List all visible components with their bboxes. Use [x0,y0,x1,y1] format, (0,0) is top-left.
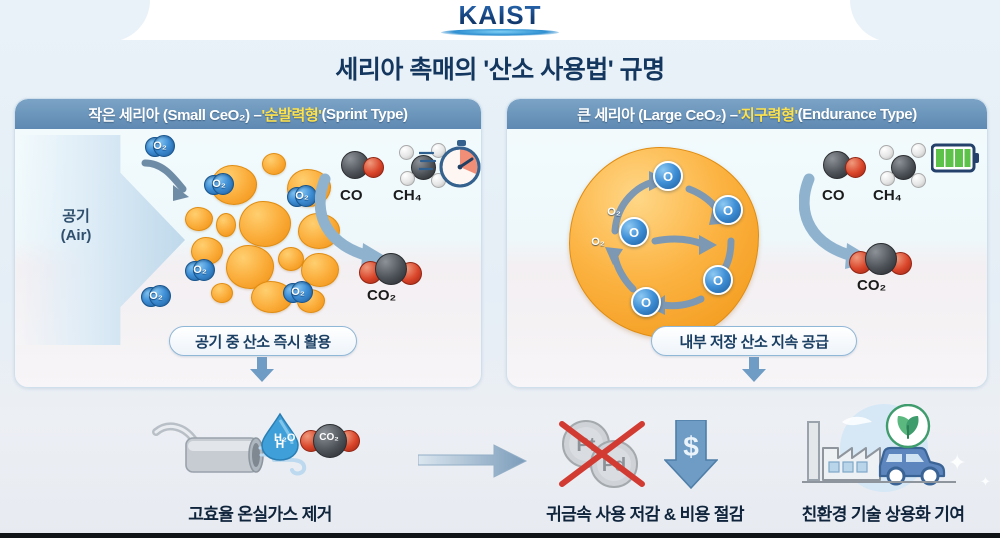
sprint-summary-pill: 공기 중 산소 즉시 활용 [169,326,357,356]
air-label-line2: (Air) [60,227,92,244]
endurance-summary-pill: 내부 저장 산소 지속 공급 [651,326,857,356]
co2-molecule-icon [849,243,912,275]
kaist-logo-text: KAIST [458,0,542,30]
ch4-label: CH₄ [393,187,422,204]
panel-sprint-header-prefix: 작은 세리아 (Small CeO₂) – [88,106,262,124]
air-label: 공기 (Air) [33,207,119,245]
panel-endurance: 큰 세리아 (Large CeO₂) – '지구력형' (Endurance T… [506,98,988,388]
sparkle-icon: ✦ [980,474,991,489]
eco-commercialization-icon [802,404,956,492]
sparkle-icon: ✦ [948,450,967,475]
precious-metal-reduction-icon: Pt Pd [559,420,645,488]
panel-sprint-header: 작은 세리아 (Small CeO₂) – '순발력형' (Sprint Typ… [15,99,481,129]
o-atom: O [619,217,649,247]
svg-text:$: $ [683,431,699,462]
stopwatch-icon [419,140,481,188]
o2-molecule-label: O₂ [607,206,621,218]
co2-molecule-icon: CO₂ [300,424,360,458]
battery-full-icon [931,143,979,173]
right-arrow-icon [418,444,528,478]
panel-endurance-header-highlight: '지구력형' [737,106,798,124]
ch4-label: CH₄ [873,187,902,204]
ceria-particle [262,153,286,175]
ceria-particle [185,207,213,231]
o-atom: O [713,195,743,225]
bottom-strip [0,533,1000,538]
o2-molecule-label: O₂ [295,190,309,202]
svg-text:H: H [276,437,285,451]
co2-molecule-icon [359,253,422,285]
leaf-icon [885,404,931,449]
panel-endurance-header-prefix: 큰 세리아 (Large CeO₂) – [577,106,738,124]
o2-molecule: O₂ [283,281,313,303]
red-cross-icon [559,421,645,487]
water-drop-icon: H [261,412,299,461]
page-title: 세리아 촉매의 '산소 사용법' 규명 [335,56,665,84]
o-atom: O [653,161,683,191]
co2-label: CO₂ [857,277,887,294]
car-icon [878,446,946,486]
co-label: CO [340,187,363,204]
o2-molecule: O₂ [583,231,613,253]
ceria-particle [239,201,291,247]
ch4-molecule-icon [877,143,927,188]
outcome-eco-label: 친환경 기술 상용화 기여 [801,505,965,524]
o2-molecule-label: O₂ [153,140,167,152]
o2-molecule: O₂ [185,259,215,281]
co-molecule-icon [341,151,387,179]
air-label-line1: 공기 [62,208,90,225]
o2-molecule: O₂ [204,173,234,195]
o2-adsorption-arrow-icon [141,159,189,201]
o2-molecule-label: O₂ [149,290,163,302]
o-atom: O [703,265,733,295]
o2-molecule-label: O₂ [291,286,305,298]
down-arrow-icon [250,357,274,382]
co2-inline-label: CO₂ [319,432,339,443]
ceria-particle [216,213,236,237]
co-label: CO [822,187,845,204]
kaist-logo: KAIST [0,2,1000,36]
o2-molecule-label: O₂ [591,236,605,248]
panel-endurance-header-suffix: (Endurance Type) [797,105,918,123]
co2-label: CO₂ [367,287,397,304]
down-arrow-icon [742,357,766,382]
outcome-greenhouse-label: 고효율 온실가스 제거 [188,505,332,524]
o2-molecule: O₂ [141,285,171,307]
o-atom: O [631,287,661,317]
panel-endurance-body: O₂ O₂ [507,129,987,387]
kaist-swoosh-icon [441,29,559,36]
panel-sprint-header-suffix: (Sprint Type) [321,105,408,123]
ceria-particle [301,253,339,287]
factory-icon [807,421,881,481]
o2-molecule-label: O₂ [212,178,226,190]
outcome-cost-label: 귀금속 사용 저감 & 비용 절감 [546,505,744,524]
header-curve-left [0,0,150,40]
water-drop-label: H₂O [274,432,296,444]
ceria-particle [278,247,304,271]
o2-molecule: O₂ [287,185,317,207]
panel-sprint-header-highlight: '순발력형' [261,106,322,124]
o2-molecule-label: O₂ [193,264,207,276]
exhaust-pipe-icon [152,422,270,473]
panel-sprint: 작은 세리아 (Small CeO₂) – '순발력형' (Sprint Typ… [14,98,482,388]
o2-molecule: O₂ [145,135,175,157]
panel-sprint-body: 공기 (Air) [15,129,481,387]
o2-molecule: O₂ [599,201,629,223]
dollar-down-arrow-icon: $ [664,420,718,490]
panel-endurance-header: 큰 세리아 (Large CeO₂) – '지구력형' (Endurance T… [507,99,987,129]
co-molecule-icon [823,151,869,179]
ceria-particle [211,283,233,303]
